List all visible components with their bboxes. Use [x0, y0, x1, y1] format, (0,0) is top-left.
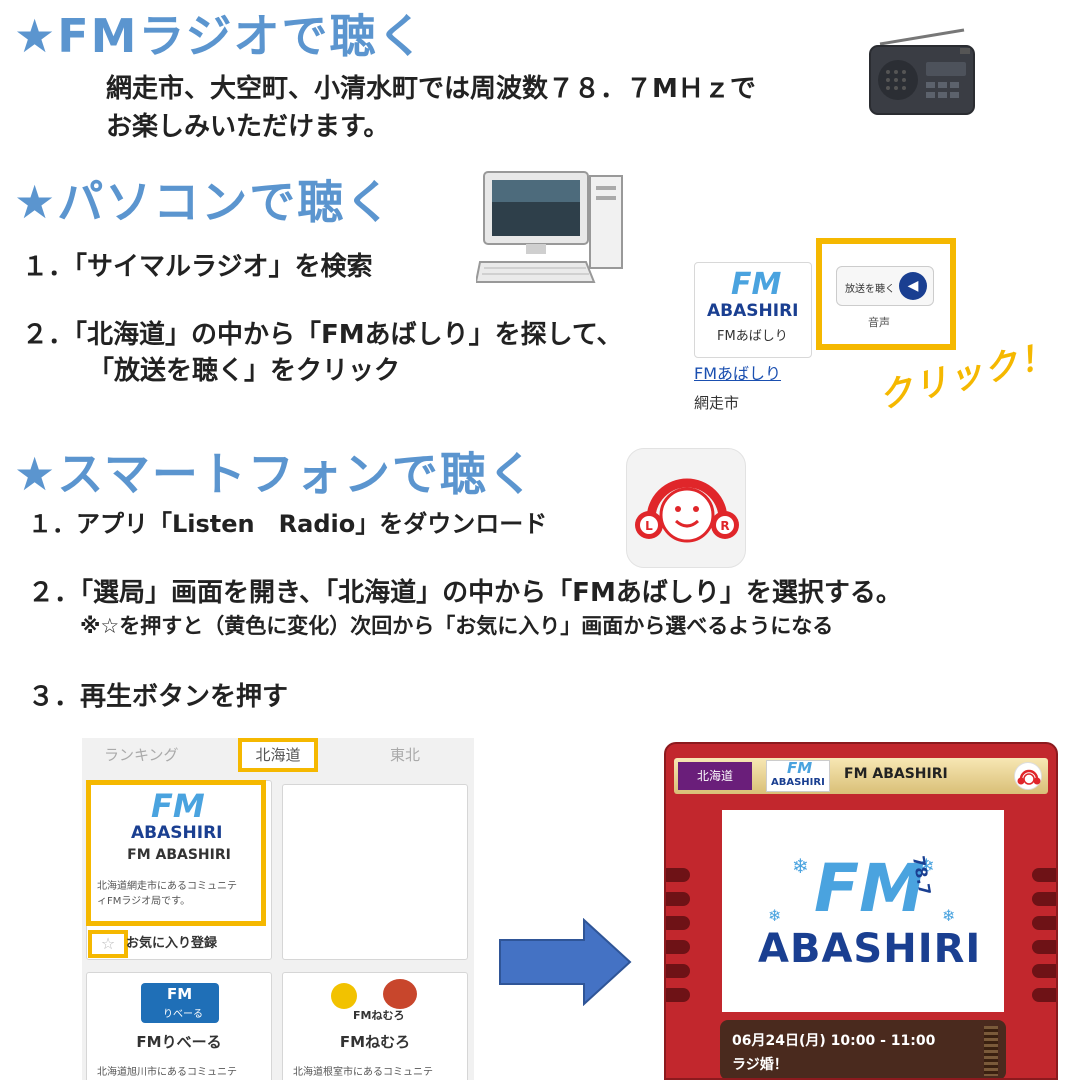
tab-ranking[interactable]: ランキング — [104, 746, 179, 764]
card-station-name: FMりべーる — [136, 1033, 222, 1051]
play-button-highlight: 放送を聴く ◀ 音声 — [816, 238, 956, 350]
simul-radio-panel: FM ABASHIRI FMあばしり 放送を聴く ◀ 音声 FMあばしり 網走市 — [690, 238, 960, 418]
fm-rivel-logo: FM りべーる — [141, 983, 219, 1023]
listen-radio-app-icon: L R — [626, 448, 746, 568]
fm-rivel-logo-sub: りべーる — [163, 1009, 203, 1020]
arrow-right-icon — [499, 918, 632, 1006]
pc-step-2-cont: 「放送を聴く」をクリック — [88, 356, 401, 386]
speaker-icon: ◀ — [899, 272, 927, 300]
fm-nemuro-cow-icon — [383, 979, 417, 1009]
tab-tohoku[interactable]: 東北 — [390, 746, 421, 764]
snowflake-icon: ❄ — [768, 906, 782, 925]
card-desc-line1: 北海道旭川市にあるコミュニテ — [97, 1067, 237, 1078]
program-info: 06月24日(月) 10:00 - 11:00 ラジ婚！ — [720, 1020, 1006, 1078]
fm-abashiri-logo-card: FM ABASHIRI FMあばしり — [694, 262, 812, 358]
pc-step-1: １．「サイマルラジオ」を検索 — [22, 252, 373, 282]
card-station-name: FM ABASHIRI — [127, 847, 231, 863]
radio-icon — [869, 28, 975, 115]
card-logo-fm: FM — [151, 787, 205, 825]
station-card-highlight — [86, 780, 266, 926]
listen-radio-mini-icon[interactable] — [1014, 762, 1042, 790]
heading-fm-radio: ★FMラジオで聴く — [14, 9, 426, 63]
pc-step-2: ２．「北海道」の中から「FMあばしり」を探して、 — [22, 320, 623, 350]
player-station-title: FM ABASHIRI — [844, 766, 948, 782]
mini-logo-fm: FM — [787, 759, 813, 777]
station-card-empty — [282, 784, 468, 960]
sp-step-1: １．アプリ「Listen Radio」をダウンロード — [28, 510, 548, 538]
region-tabs: ランキング 北海道 東北 — [82, 738, 474, 772]
station-city: 網走市 — [694, 394, 740, 412]
snowflake-icon: ❄ — [942, 906, 956, 925]
speaker-grill-right — [1032, 868, 1056, 1002]
fm-nemuro-logo-sub: FMねむろ — [353, 1009, 405, 1022]
fm-rivel-logo-fm: FM — [167, 985, 193, 1003]
snowflake-icon: ❄ — [918, 854, 935, 878]
favorite-star-icon[interactable]: ☆ — [88, 930, 128, 958]
volume-meter — [984, 1026, 998, 1076]
heading-smartphone: ★スマートフォンで聴く — [14, 447, 536, 501]
station-list-screen: ランキング 北海道 東北 FM ABASHIRI FM ABASHIRI 北海道… — [82, 738, 474, 1080]
snowflake-icon: ❄ — [792, 854, 809, 878]
mini-station-logo: FM ABASHIRI — [766, 759, 830, 792]
favorite-register-label: お気に入り登録 — [126, 936, 218, 951]
logo-sub-text: FMあばしり — [717, 329, 788, 344]
card-desc-line2: ィFMラジオ局です。 — [97, 896, 191, 907]
app-icon-right-letter: R — [720, 519, 729, 533]
logo-fm-text: FM — [731, 267, 782, 302]
card-desc-line1: 北海道網走市にあるコミュニテ — [97, 881, 237, 892]
listen-broadcast-label: 放送を聴く — [845, 284, 895, 295]
frequency-text-cont: お楽しみいただけます。 — [106, 112, 390, 142]
station-card-fm-nemuro[interactable]: FMねむろ FMねむろ 北海道根室市にあるコミュニテ — [282, 972, 468, 1080]
artwork-logo-abashiri: ABASHIRI — [758, 926, 982, 972]
sp-step-3: ３．再生ボタンを押す — [28, 682, 289, 712]
card-station-name: FMねむろ — [339, 1033, 411, 1051]
program-time: 06月24日(月) 10:00 - 11:00 — [732, 1033, 936, 1049]
headphone-face-icon: L R — [635, 478, 739, 543]
frequency-text: 網走市、大空町、小清水町では周波数７８．７MＨｚで — [106, 74, 756, 104]
heading-pc: ★パソコンで聴く — [14, 175, 394, 229]
station-link[interactable]: FMあばしり — [694, 364, 782, 383]
tab-hokkaido[interactable]: 北海道 — [238, 738, 318, 772]
listen-broadcast-button[interactable]: 放送を聴く ◀ — [836, 266, 934, 306]
speaker-grill-left — [666, 868, 690, 1002]
player-screen: 北海道 FM ABASHIRI FM ABASHIRI — [664, 742, 1058, 1080]
mini-logo-abashiri: ABASHIRI — [771, 777, 825, 788]
region-badge: 北海道 — [678, 762, 752, 790]
app-icon-left-letter: L — [645, 519, 653, 533]
desktop-computer-icon — [476, 171, 623, 283]
station-artwork: ❄ ❄ ❄ ❄ FM 78.7 ABASHIRI — [722, 810, 1004, 1012]
fm-nemuro-mascot-icon — [331, 983, 357, 1009]
program-title: ラジ婚！ — [732, 1057, 788, 1073]
artwork-logo-fm: FM — [814, 850, 925, 927]
player-topbar: 北海道 FM ABASHIRI FM ABASHIRI — [674, 758, 1048, 794]
station-card-fm-rivel[interactable]: FM りべーる FMりべーる 北海道旭川市にあるコミュニテ — [86, 972, 272, 1080]
logo-abashiri-text: ABASHIRI — [707, 301, 799, 321]
card-logo-abashiri: ABASHIRI — [131, 823, 223, 843]
audio-label: 音声 — [868, 316, 890, 329]
sp-step-2: ２．「選局」画面を開き、「北海道」の中から「FMあばしり」を選択する。 — [28, 578, 902, 608]
card-desc-line1: 北海道根室市にあるコミュニテ — [293, 1067, 433, 1078]
fm-nemuro-logo: FMねむろ — [331, 979, 421, 1025]
favorite-note: ※☆を押すと（黄色に変化）次回から「お気に入り」画面から選べるようになる — [80, 614, 834, 638]
